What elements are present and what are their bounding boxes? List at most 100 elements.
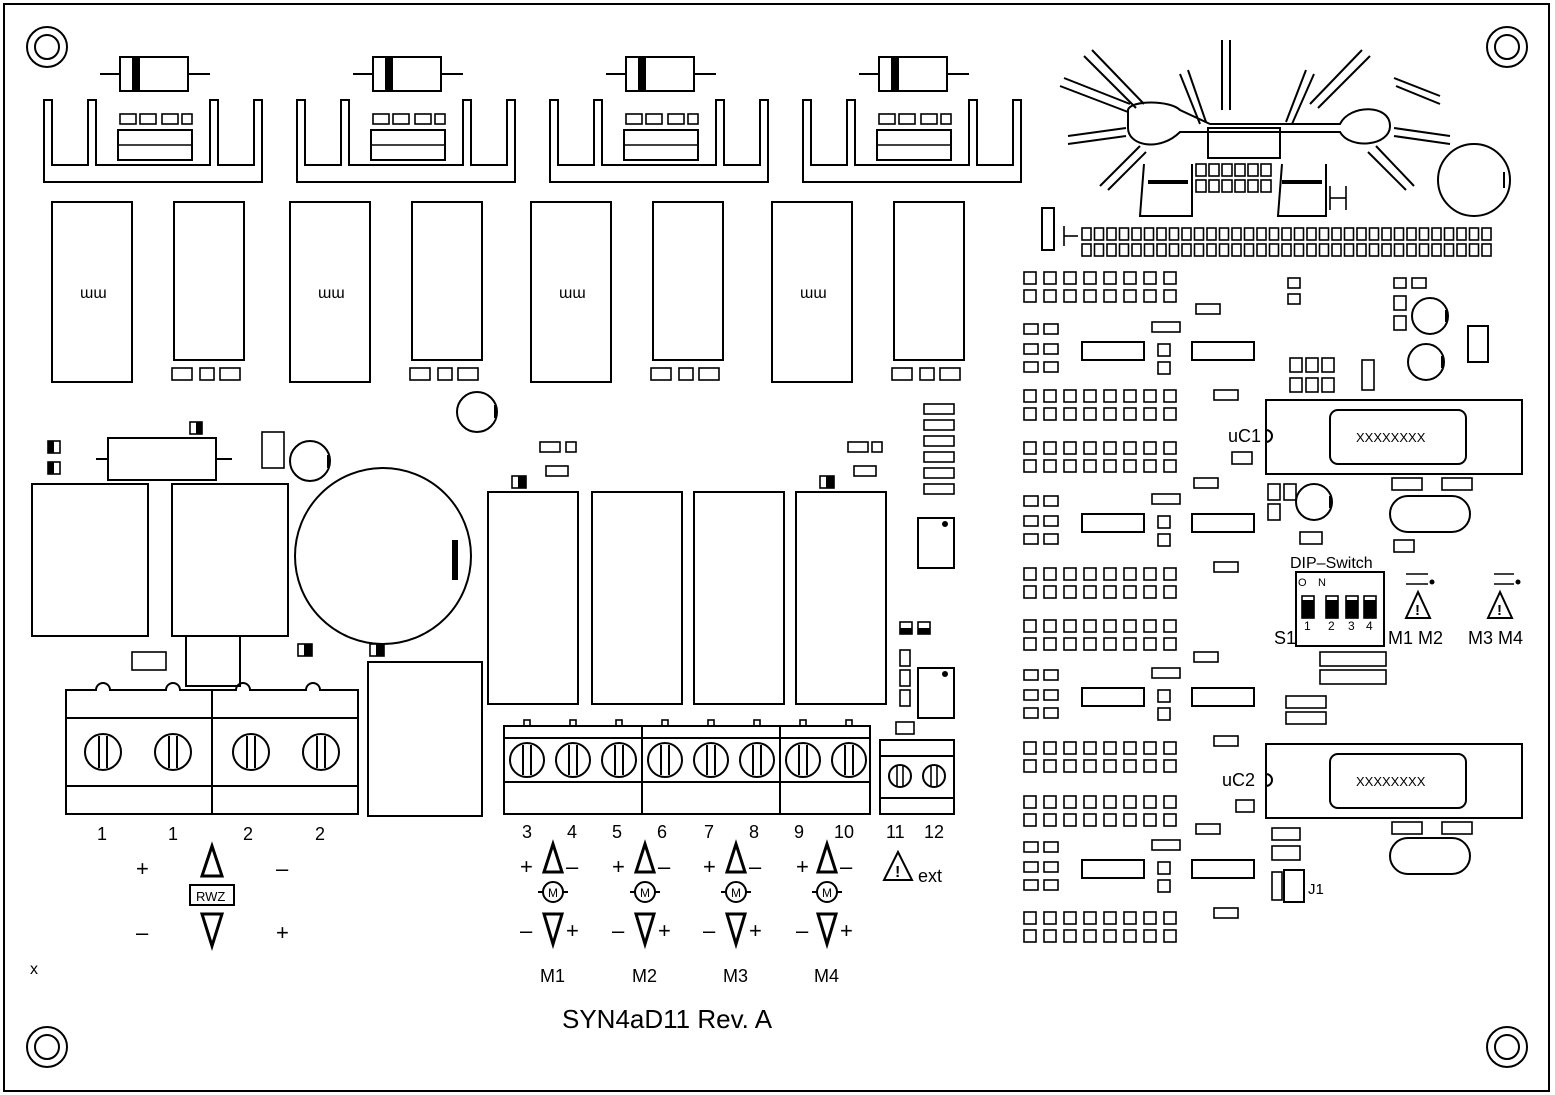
ext-label: ext — [918, 866, 942, 886]
header-pads — [1081, 163, 1492, 257]
arrow-down-icon — [633, 912, 657, 950]
motor-minus-down: – — [796, 918, 809, 943]
smd-components — [1023, 271, 1255, 943]
motor-plus-up: + — [612, 854, 625, 879]
motor-symbol-m2: + – M – + M2 — [612, 839, 671, 986]
transformer-left — [31, 483, 149, 637]
relay-coil-symbol: ɯɯ — [80, 285, 107, 302]
dip-position-label: 1 — [1304, 619, 1311, 633]
motor-name: M3 — [723, 966, 748, 986]
terminal-label: 1 — [168, 824, 178, 844]
dip-on-n: N — [1318, 577, 1326, 589]
motor-symbol-label: M — [548, 886, 558, 900]
motor-plus-down: + — [566, 918, 579, 943]
warning-mark: ! — [1415, 602, 1420, 619]
terminal-label: 11 — [886, 822, 905, 842]
corner-mark: x — [30, 961, 38, 978]
motor-name: M1 — [540, 966, 565, 986]
arrow-down-icon — [724, 912, 748, 950]
transformer-right — [171, 483, 289, 637]
arrow-down-icon — [815, 912, 839, 950]
mounting-holes — [26, 26, 1528, 1068]
arrow-up-icon — [724, 839, 748, 874]
motor-terminal-block — [503, 719, 871, 815]
rwz-symbol: + – RWZ – + — [136, 841, 289, 952]
arrow-up-icon — [199, 841, 225, 878]
triac-heatsinks — [43, 56, 1022, 183]
motor-plus-down: + — [840, 918, 853, 943]
buzzer — [1437, 143, 1511, 217]
terminal-label: 8 — [749, 822, 759, 842]
fuse-holder — [367, 661, 483, 817]
center-column-parts — [895, 403, 955, 735]
terminal-label: 3 — [522, 822, 532, 842]
motor-symbol-label: M — [822, 886, 832, 900]
motor-plus-up: + — [796, 854, 809, 879]
motor-minus-up: – — [566, 854, 579, 879]
rwz-plus-top: + — [136, 856, 149, 881]
terminal-label: 4 — [567, 822, 577, 842]
power-terminal-labels: 1 1 2 2 — [97, 824, 325, 844]
motor-minus-down: – — [520, 918, 533, 943]
warning-icon — [1404, 589, 1432, 619]
uc1-label: uC1 — [1228, 426, 1261, 446]
arrow-down-icon — [199, 912, 225, 952]
heatsink-1 — [43, 56, 263, 183]
uc2-marking: XXXXXXXX — [1356, 774, 1426, 789]
terminal-label: 7 — [704, 822, 714, 842]
motor-symbol-m1: + – M – + M1 — [520, 839, 579, 986]
motor-plus-down: + — [658, 918, 671, 943]
arrow-up-icon — [815, 839, 839, 874]
microcontroller-uc1: XXXXXXXX uC1 — [1228, 399, 1523, 533]
motor-symbol-m3: + – M – + M3 — [703, 839, 762, 986]
warning-mark: ! — [895, 864, 900, 881]
rwz-plus-bottom: + — [276, 920, 289, 945]
arrow-down-icon — [541, 912, 565, 950]
dip-position-label: 3 — [1348, 619, 1355, 633]
board-outline — [3, 3, 1550, 1092]
star-heatsink — [1059, 40, 1451, 217]
motor-symbol-m4: + – M – + M4 — [796, 839, 853, 986]
terminal-label: 1 — [97, 824, 107, 844]
rwz-minus-top: – — [276, 856, 289, 881]
relay-row: ɯɯ — [51, 201, 965, 383]
motor-minus-up: – — [840, 854, 853, 879]
power-supply-section — [31, 421, 483, 817]
mounting-hole-top-right — [1486, 26, 1528, 68]
arrow-up-icon — [633, 839, 657, 874]
terminal-label: 6 — [657, 822, 667, 842]
ext-terminal-block: 11 12 ! ext — [879, 739, 955, 886]
dip-on-o: O — [1298, 577, 1307, 589]
rwz-label: RWZ — [196, 889, 225, 904]
terminal-label: 2 — [315, 824, 325, 844]
relay-pair-2 — [289, 201, 483, 383]
terminal-label: 5 — [612, 822, 622, 842]
board-title: SYN4aD11 Rev. A — [562, 1004, 773, 1034]
relay-pair-4 — [771, 201, 965, 383]
dip-switch-title: DIP–Switch — [1290, 555, 1373, 572]
terminal-label: 10 — [834, 822, 854, 842]
jumper-label: J1 — [1308, 881, 1324, 898]
motor-plus-up: + — [520, 854, 533, 879]
motor-minus-up: – — [749, 854, 762, 879]
dip-switch-s1: DIP–Switch O N 1 2 3 4 S1 — [1274, 555, 1385, 648]
relay-pair-3 — [530, 201, 724, 383]
uc1-marking: XXXXXXXX — [1356, 430, 1426, 445]
motor-minus-down: – — [703, 918, 716, 943]
motor-name: M4 — [814, 966, 839, 986]
heatsink-2 — [296, 56, 516, 183]
mounting-hole-top-left — [26, 26, 68, 68]
motor-symbol-label: M — [731, 886, 741, 900]
terminal-label: 2 — [243, 824, 253, 844]
warning-icon — [1486, 589, 1514, 619]
warning-icon — [882, 849, 914, 881]
terminal-label: 9 — [794, 822, 804, 842]
warning-label-m3-m4: M3 M4 — [1468, 628, 1523, 648]
motor-plus-up: + — [703, 854, 716, 879]
power-terminal-block — [65, 682, 359, 815]
motor-symbols: + – M – + M1 + – M – + M2 + – M – — [520, 839, 853, 986]
warning-mark: ! — [1497, 602, 1502, 619]
motor-symbol-label: M — [640, 886, 650, 900]
motor-minus-down: – — [612, 918, 625, 943]
